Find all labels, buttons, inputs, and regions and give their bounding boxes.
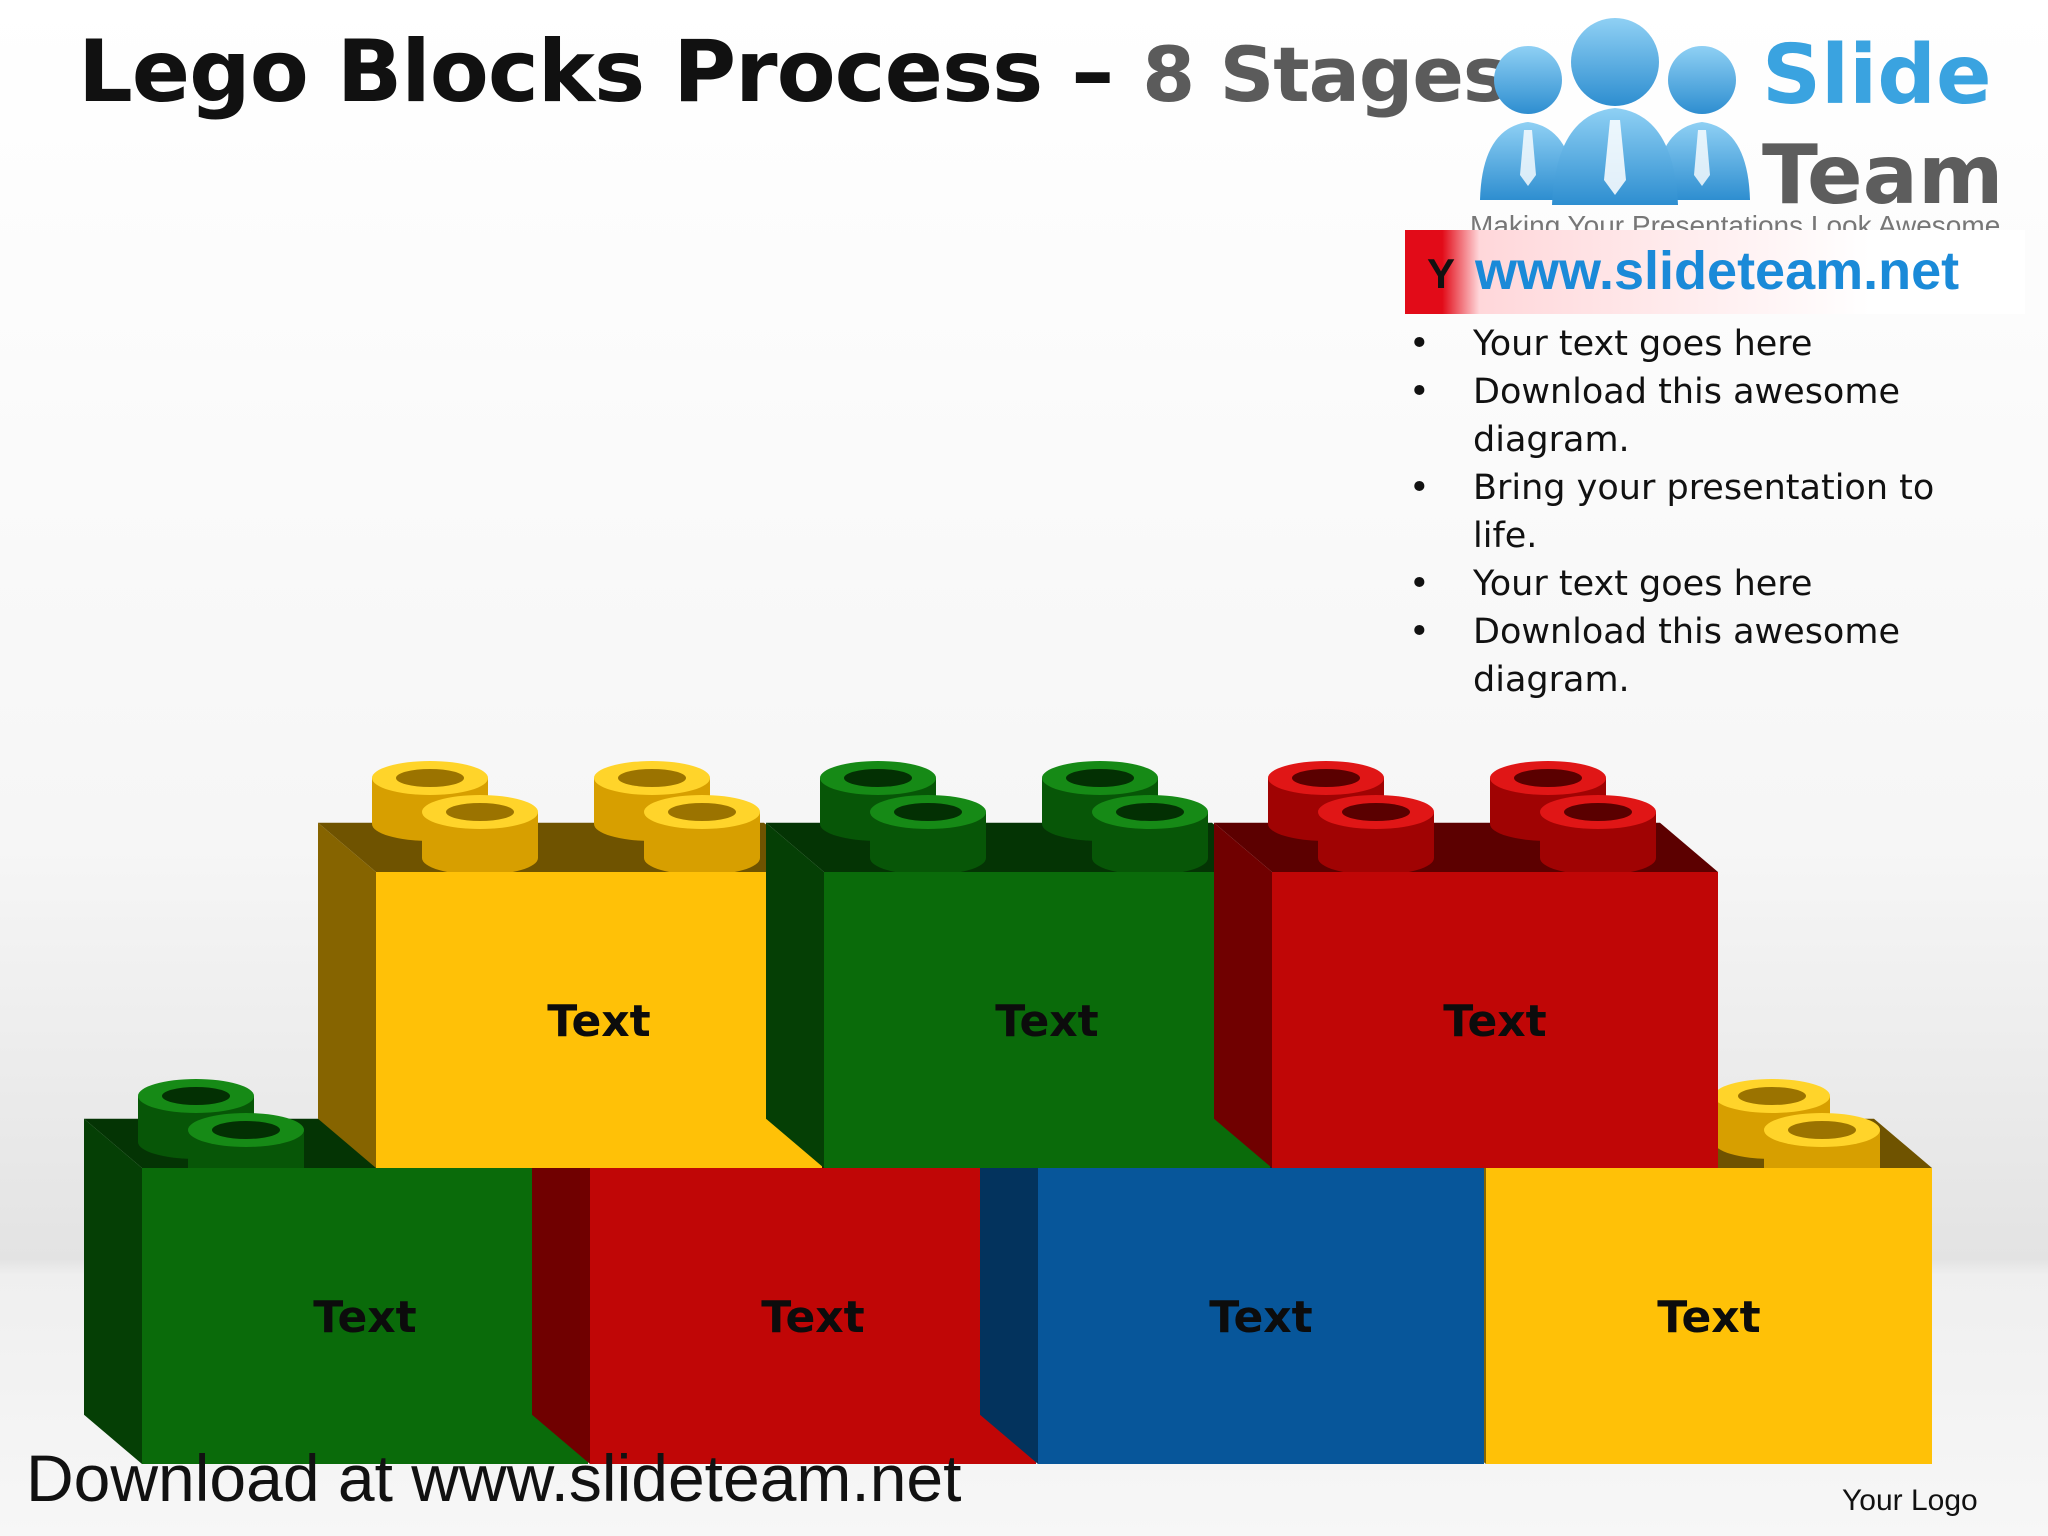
title-stages: 8 Stages [1142, 30, 1508, 119]
lego-block-blue: Text [980, 1118, 1484, 1464]
block-label: Text [1209, 1292, 1312, 1343]
block-label: Text [761, 1292, 864, 1343]
heading-bar: Y www.slideteam.net [1405, 230, 2025, 314]
stud-hole [1066, 769, 1134, 787]
stud-hole [162, 1087, 230, 1105]
stud-hole [668, 803, 736, 821]
block-front-face [1272, 872, 1718, 1168]
block-side-face [766, 822, 824, 1168]
block-label: Text [547, 996, 650, 1047]
stud-body [422, 812, 538, 875]
block-front-face [824, 872, 1270, 1168]
block-side-face [532, 1118, 590, 1464]
block-label: Text [995, 996, 1098, 1047]
stud-hole [1788, 1121, 1856, 1139]
bullet-item: Download this awesome diagram. [1405, 368, 1965, 464]
stud-hole [446, 803, 514, 821]
page-title: Lego Blocks Process – 8 Stages [78, 22, 1508, 122]
stud-body [1092, 812, 1208, 875]
block-side-face [1214, 822, 1272, 1168]
brand-url[interactable]: www.slideteam.net [1475, 241, 1960, 301]
block-front-face [376, 872, 822, 1168]
block-label: Text [1657, 1292, 1760, 1343]
block-front-face [1486, 1168, 1932, 1464]
stud-hole [1514, 769, 1582, 787]
lego-block-green: Text [766, 761, 1270, 1168]
stud-hole [894, 803, 962, 821]
lego-block-yellow: Text [318, 761, 822, 1168]
stud-hole [396, 769, 464, 787]
stud-hole [844, 769, 912, 787]
stud-hole [1564, 803, 1632, 821]
logo-slide-text: Slide [1762, 28, 1992, 123]
panel-heading: Y [1427, 250, 1456, 297]
bullet-list: Your text goes here Download this awesom… [1405, 320, 1965, 704]
lego-block-green: Text [84, 1079, 588, 1464]
people-icon [1480, 18, 1750, 205]
block-front-face [142, 1168, 588, 1464]
your-logo-placeholder: Your Logo [1842, 1484, 1978, 1517]
block-front-face [1038, 1168, 1484, 1464]
title-main: Lego Blocks Process – [78, 22, 1114, 122]
bullet-item: Download this awesome diagram. [1405, 608, 1965, 704]
stud-hole [618, 769, 686, 787]
stud-hole [1116, 803, 1184, 821]
block-front-face [590, 1168, 1036, 1464]
stud-body [870, 812, 986, 875]
lego-block-red: Text [532, 1118, 1036, 1464]
block-side-face [318, 822, 376, 1168]
block-side-face [980, 1118, 1038, 1464]
block-label: Text [313, 1292, 416, 1343]
lego-block-red: Text [1214, 761, 1718, 1168]
bullet-item: Bring your presentation to life. [1405, 464, 1965, 560]
stud-body [644, 812, 760, 875]
bullet-item: Your text goes here [1405, 560, 1965, 608]
stud-hole [212, 1121, 280, 1139]
download-footer[interactable]: Download at www.slideteam.net [26, 1441, 962, 1515]
stud-body [1540, 812, 1656, 875]
logo-team-text: Team [1762, 128, 2004, 223]
stud-hole [1292, 769, 1360, 787]
stud-hole [1738, 1087, 1806, 1105]
bullet-item: Your text goes here [1405, 320, 1965, 368]
block-label: Text [1443, 996, 1546, 1047]
block-side-face [84, 1118, 142, 1464]
stud-hole [1342, 803, 1410, 821]
stud-body [1318, 812, 1434, 875]
